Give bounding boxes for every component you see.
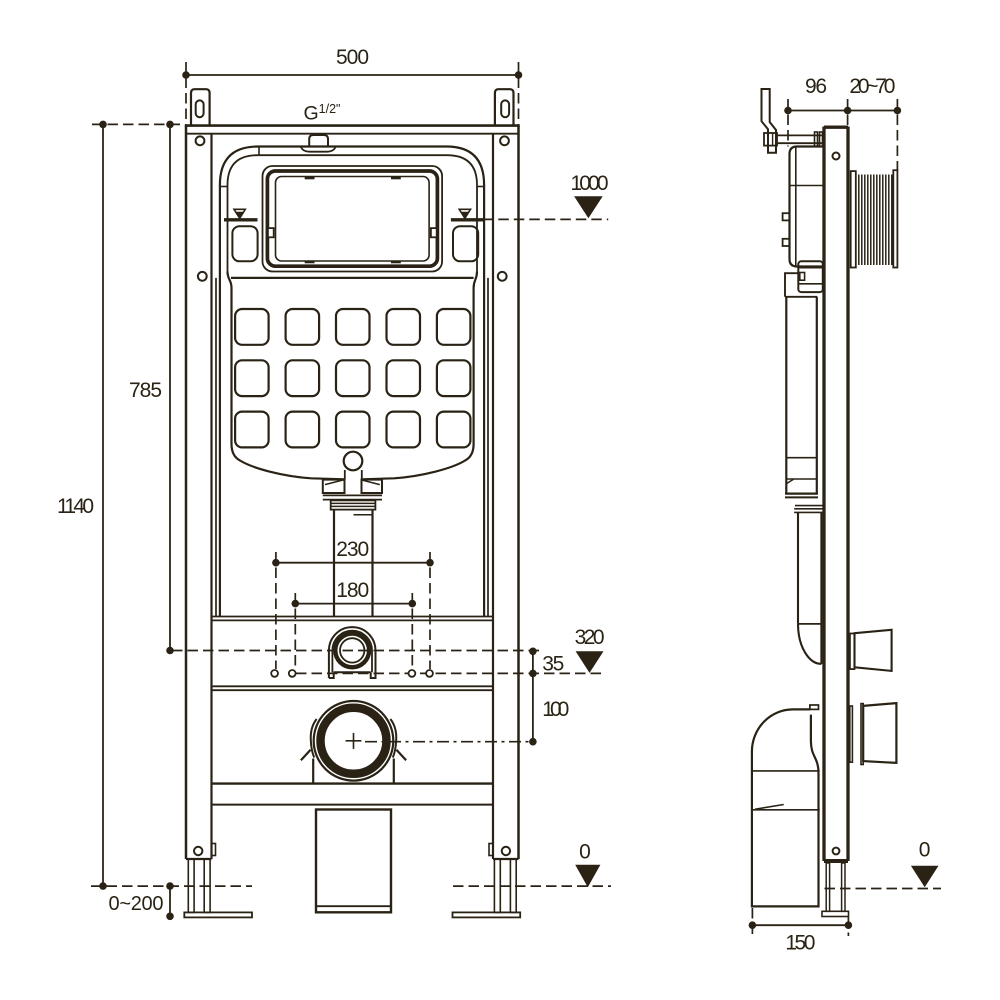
svg-text:1140: 1140 (57, 495, 94, 518)
svg-text:0: 0 (579, 841, 591, 864)
svg-text:150: 150 (785, 932, 815, 955)
svg-text:20~70: 20~70 (849, 75, 895, 98)
svg-text:1000: 1000 (571, 172, 609, 195)
svg-text:96: 96 (805, 75, 827, 98)
svg-text:320: 320 (575, 626, 605, 649)
svg-text:0~200: 0~200 (109, 893, 164, 915)
svg-text:230: 230 (336, 538, 369, 561)
svg-text:785: 785 (129, 379, 162, 402)
svg-text:0: 0 (919, 839, 931, 862)
svg-text:35: 35 (542, 653, 564, 676)
svg-text:100: 100 (542, 698, 569, 721)
svg-text:500: 500 (336, 46, 369, 69)
svg-text:180: 180 (336, 579, 369, 602)
